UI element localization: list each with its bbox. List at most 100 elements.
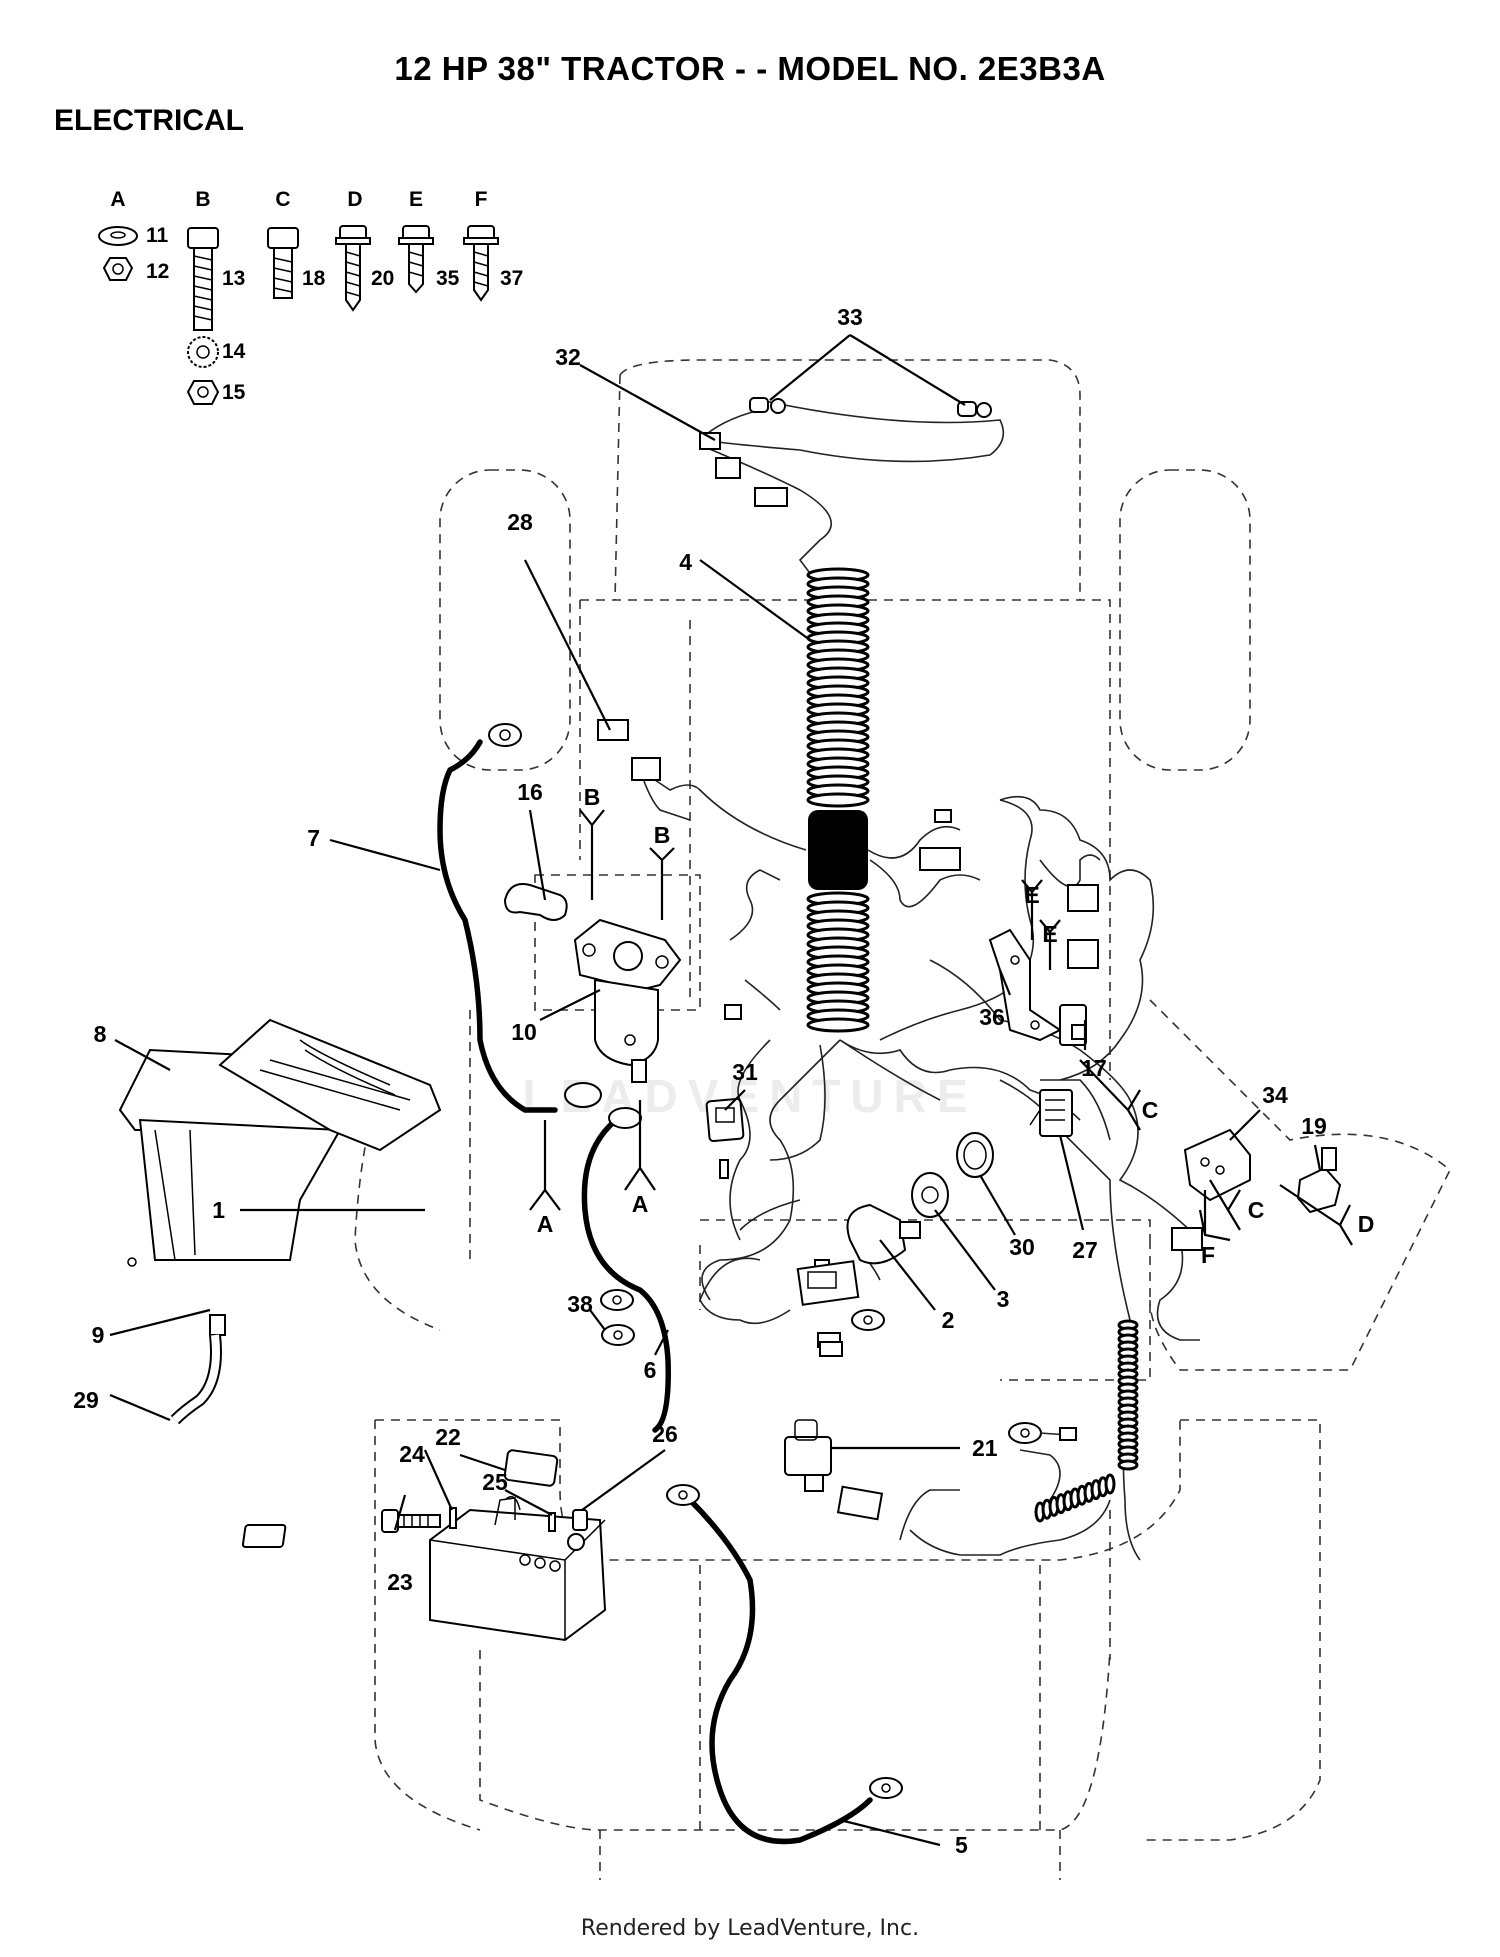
bolt-18-icon <box>267 227 299 299</box>
footer-credit: Rendered by LeadVenture, Inc. <box>580 1916 920 1941</box>
switch-31 <box>705 1097 745 1179</box>
harness-connectors <box>597 719 1203 1348</box>
callout-33: 33 <box>837 304 863 330</box>
connector-icon <box>1171 1227 1203 1251</box>
switch-nut <box>911 1172 949 1218</box>
wiring-harness <box>639 769 1201 1561</box>
hardware-flags <box>529 809 1353 1246</box>
key-letter-b: B <box>195 188 210 211</box>
interlock-switch <box>1296 1147 1342 1214</box>
callout-31: 31 <box>732 1059 758 1085</box>
ref-d: D <box>1358 1211 1375 1237</box>
battery <box>241 1495 607 1642</box>
solenoid-bracket <box>503 883 568 921</box>
bolt-13-icon <box>187 227 219 331</box>
bulb-socket-icon <box>749 397 786 414</box>
key-item-35: 35 <box>436 267 460 290</box>
coil-cord <box>1034 1319 1139 1523</box>
key-item-15: 15 <box>222 381 246 404</box>
switch-ring <box>956 1132 994 1178</box>
connector-icon <box>754 487 788 507</box>
harness-conduit <box>806 567 870 1033</box>
key-item-18: 18 <box>302 267 326 290</box>
headlight-harness <box>699 397 1005 601</box>
callout-23: 23 <box>387 1569 413 1595</box>
callout-16: 16 <box>517 779 543 805</box>
screw-37-icon <box>463 225 499 302</box>
conduit-ring <box>806 1017 870 1033</box>
ref-c-1: C <box>1142 1097 1159 1123</box>
screw-35-icon <box>398 225 434 294</box>
hardware-ref-letters: B B A A E E C C F D <box>537 784 1375 1268</box>
battery-box <box>118 1018 442 1267</box>
lock-washer-icon <box>187 336 219 368</box>
key-item-11: 11 <box>146 224 169 247</box>
connector-icon <box>1067 939 1099 969</box>
cord-ring <box>1117 1459 1139 1471</box>
ref-b-1: B <box>584 784 601 810</box>
cord-ring <box>1104 1473 1116 1495</box>
callout-2: 2 <box>942 1307 955 1333</box>
callout-27: 27 <box>1072 1237 1098 1263</box>
vent-tube <box>170 1314 226 1425</box>
callout-8: 8 <box>94 1021 107 1047</box>
callout-29: 29 <box>73 1387 99 1413</box>
hex-nut-icon <box>186 380 220 405</box>
connector-icon <box>919 847 961 871</box>
fuse-holder-icon <box>597 719 629 741</box>
callout-leaders <box>109 334 1322 1847</box>
conduit-band <box>808 810 868 890</box>
callout-7: 7 <box>307 825 320 851</box>
callout-10: 10 <box>511 1019 537 1045</box>
ref-b-2: B <box>654 822 671 848</box>
callout-30: 30 <box>1009 1234 1035 1260</box>
ref-e-1: E <box>1024 882 1039 908</box>
key-letter-f: F <box>475 188 488 211</box>
battery-cables <box>437 723 1077 1845</box>
washer-icon <box>601 1324 635 1346</box>
conduit-ring <box>806 792 870 808</box>
screw-20-icon <box>335 225 371 312</box>
key-item-37: 37 <box>500 267 523 290</box>
relay-21 <box>784 1419 884 1521</box>
callout-3: 3 <box>997 1286 1010 1312</box>
page-title: 12 HP 38" TRACTOR - - MODEL NO. 2E3B3A <box>394 50 1106 87</box>
ref-f: F <box>1201 1242 1215 1268</box>
callout-36: 36 <box>979 1004 1005 1030</box>
key-item-14: 14 <box>222 340 246 363</box>
ref-e-2: E <box>1042 921 1057 947</box>
callout-22: 22 <box>435 1424 461 1450</box>
ignition-switch <box>796 1203 921 1306</box>
callout-19: 19 <box>1301 1113 1327 1139</box>
starter-solenoid <box>573 918 682 1083</box>
key-item-12: 12 <box>146 260 169 283</box>
hex-nut-icon <box>102 257 134 281</box>
cable-7 <box>437 739 558 1113</box>
key-letter-c: C <box>275 188 290 211</box>
key-letter-d: D <box>347 188 362 211</box>
callout-25: 25 <box>482 1469 508 1495</box>
ref-a-2: A <box>632 1191 649 1217</box>
ref-c-2: C <box>1248 1197 1265 1223</box>
callout-17: 17 <box>1081 1055 1107 1081</box>
callout-5: 5 <box>955 1832 968 1858</box>
cable-6 <box>581 1117 671 1433</box>
key-letter-e: E <box>409 188 423 211</box>
callout-numbers: 1 2 3 4 5 6 7 8 9 10 16 17 19 21 22 23 2… <box>73 304 1327 1858</box>
connector-icon <box>715 457 741 479</box>
callout-9: 9 <box>92 1322 105 1348</box>
callout-28: 28 <box>507 509 533 535</box>
callout-38: 38 <box>567 1291 593 1317</box>
key-letter-a: A <box>110 188 125 211</box>
connector-icon <box>1067 884 1099 912</box>
ref-a-1: A <box>537 1211 554 1237</box>
hardware-key-labels: A B C D E F 11 12 13 14 15 18 20 35 37 <box>110 188 523 404</box>
hardware-key <box>98 225 499 405</box>
connector-icon <box>631 757 661 781</box>
washer-icon <box>98 226 138 246</box>
cable-5 <box>687 1497 873 1845</box>
callout-6: 6 <box>644 1357 657 1383</box>
callout-24: 24 <box>399 1441 425 1467</box>
callout-1: 1 <box>212 1197 225 1223</box>
